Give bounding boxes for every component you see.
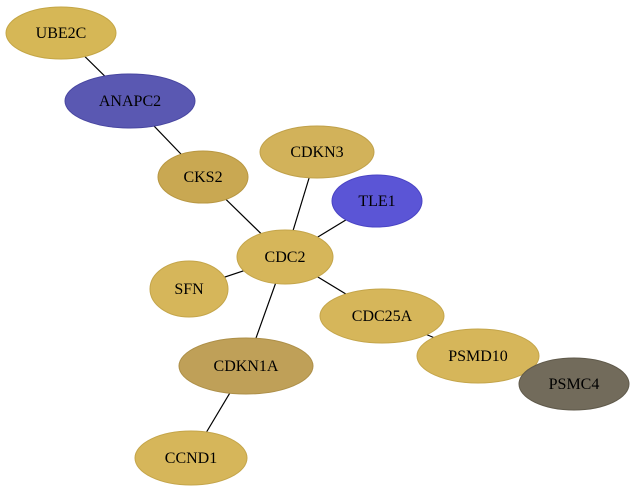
node-label-sfn: SFN (174, 281, 204, 298)
node-label-cdkn3: CDKN3 (290, 144, 343, 161)
node-label-psmc4: PSMC4 (549, 376, 600, 393)
node-shape-tle1 (331, 174, 423, 228)
node-shape-psmc4 (518, 357, 630, 411)
node-shape-ube2c (5, 6, 117, 60)
node-sfn[interactable]: SFN (149, 260, 229, 318)
node-label-ube2c: UBE2C (36, 25, 87, 42)
node-anapc2[interactable]: ANAPC2 (64, 73, 196, 129)
node-shape-psmd10 (416, 328, 540, 384)
node-shape-ccnd1 (134, 430, 248, 486)
node-cdc25a[interactable]: CDC25A (319, 288, 445, 344)
node-label-psmd10: PSMD10 (448, 348, 508, 365)
node-label-cdkn1a: CDKN1A (214, 358, 279, 375)
node-cdc2[interactable]: CDC2 (236, 229, 334, 285)
node-label-tle1: TLE1 (358, 193, 395, 210)
node-label-ccnd1: CCND1 (165, 450, 217, 467)
node-ccnd1[interactable]: CCND1 (134, 430, 248, 486)
node-label-anapc2: ANAPC2 (99, 93, 161, 110)
node-shape-cdkn3 (259, 125, 375, 179)
node-label-cks2: CKS2 (183, 169, 222, 186)
node-psmd10[interactable]: PSMD10 (416, 328, 540, 384)
node-label-cdc2: CDC2 (265, 249, 306, 266)
node-cdkn3[interactable]: CDKN3 (259, 125, 375, 179)
node-shape-cdc25a (319, 288, 445, 344)
node-shape-cdkn1a (178, 337, 314, 395)
node-shape-cks2 (157, 150, 249, 204)
node-shape-sfn (149, 260, 229, 318)
node-shape-cdc2 (236, 229, 334, 285)
node-shape-anapc2 (64, 73, 196, 129)
node-label-cdc25a: CDC25A (352, 308, 413, 325)
node-tle1[interactable]: TLE1 (331, 174, 423, 228)
node-cks2[interactable]: CKS2 (157, 150, 249, 204)
node-ube2c[interactable]: UBE2C (5, 6, 117, 60)
node-cdkn1a[interactable]: CDKN1A (178, 337, 314, 395)
node-psmc4[interactable]: PSMC4 (518, 357, 630, 411)
